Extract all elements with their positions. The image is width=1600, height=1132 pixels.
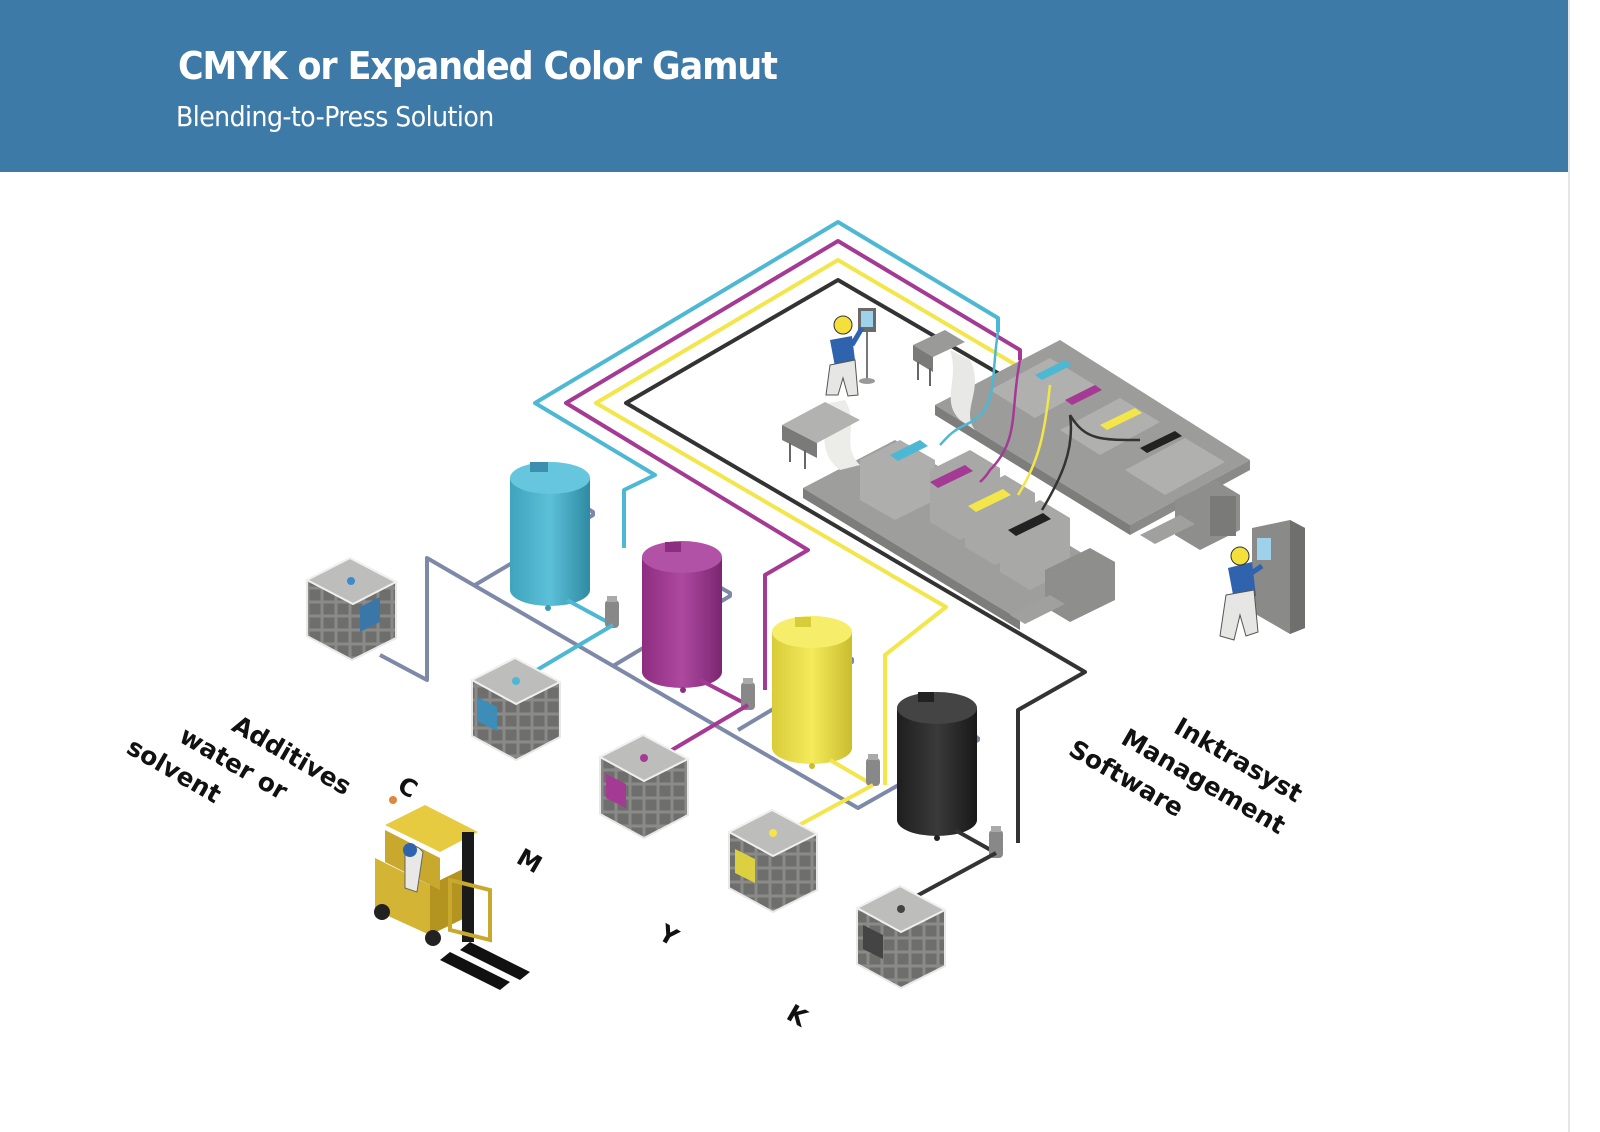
paper-web bbox=[950, 350, 975, 430]
storage-tank-magenta bbox=[642, 541, 722, 693]
ink-fountain-black bbox=[1140, 431, 1182, 453]
pump-yellow bbox=[866, 754, 880, 786]
software-operator-worker bbox=[1219, 520, 1305, 641]
control-cabinet bbox=[1210, 496, 1236, 536]
storage-tank-cyan bbox=[510, 462, 590, 611]
label-additives: Additives water or solvent bbox=[122, 710, 356, 809]
page-subtitle: Blending-to-Press Solution bbox=[176, 100, 494, 133]
storage-tank-yellow bbox=[772, 616, 852, 769]
mixer-motor bbox=[665, 542, 681, 552]
mixer-motor bbox=[530, 462, 548, 472]
control-screen bbox=[1257, 538, 1271, 560]
forklift bbox=[374, 796, 530, 990]
ink-fountain-yellow bbox=[1100, 408, 1142, 430]
tote-black bbox=[854, 884, 948, 990]
pump-cyan bbox=[605, 596, 619, 628]
label-channel-m: M bbox=[512, 843, 547, 879]
paper-unwind-stand bbox=[782, 402, 860, 469]
printing-press-front bbox=[803, 440, 1115, 630]
pipe-black-to-press bbox=[624, 278, 1087, 843]
forklift-roof bbox=[385, 805, 478, 852]
label-channel-c: C bbox=[393, 771, 422, 804]
press-feed-hoses bbox=[939, 331, 1141, 511]
pipe-yellow-to-press bbox=[594, 258, 1052, 785]
pipe-cyan-to-press bbox=[533, 220, 1000, 548]
ink-fountain-black bbox=[1008, 513, 1051, 536]
ink-fountain-magenta bbox=[930, 465, 973, 488]
paper-unwind-stand bbox=[913, 330, 965, 386]
header-banner: CMYK or Expanded Color Gamut Blending-to… bbox=[0, 0, 1568, 172]
ink-fountain-yellow bbox=[968, 489, 1011, 512]
pipe-yellow-feed bbox=[789, 783, 874, 832]
storage-tank-black bbox=[897, 692, 977, 841]
label-inktrasyst-software: Inktrasyst Management Software bbox=[1064, 712, 1308, 840]
tote-magenta bbox=[597, 733, 691, 840]
pump-magenta bbox=[741, 678, 755, 710]
press-operator-worker bbox=[825, 308, 876, 397]
label-channel-k: K bbox=[782, 999, 813, 1033]
forklift-mast bbox=[462, 832, 474, 942]
ink-fountain-magenta bbox=[1065, 385, 1102, 405]
mixer-motor bbox=[795, 617, 811, 627]
ink-fountain-cyan bbox=[1035, 360, 1072, 380]
tote-cyan bbox=[469, 656, 563, 762]
process-illustration: Additives water or solvent Inktrasyst Ma… bbox=[122, 220, 1308, 1033]
mixer-motor bbox=[918, 692, 934, 702]
tote-yellow bbox=[726, 808, 820, 914]
label-channel-y: Y bbox=[653, 918, 683, 952]
tote-additives bbox=[304, 556, 399, 662]
ink-fountain-cyan bbox=[890, 440, 928, 461]
page-title: CMYK or Expanded Color Gamut bbox=[178, 44, 778, 88]
pump-black bbox=[989, 826, 1003, 858]
pipe-magenta-to-press bbox=[564, 239, 1022, 690]
